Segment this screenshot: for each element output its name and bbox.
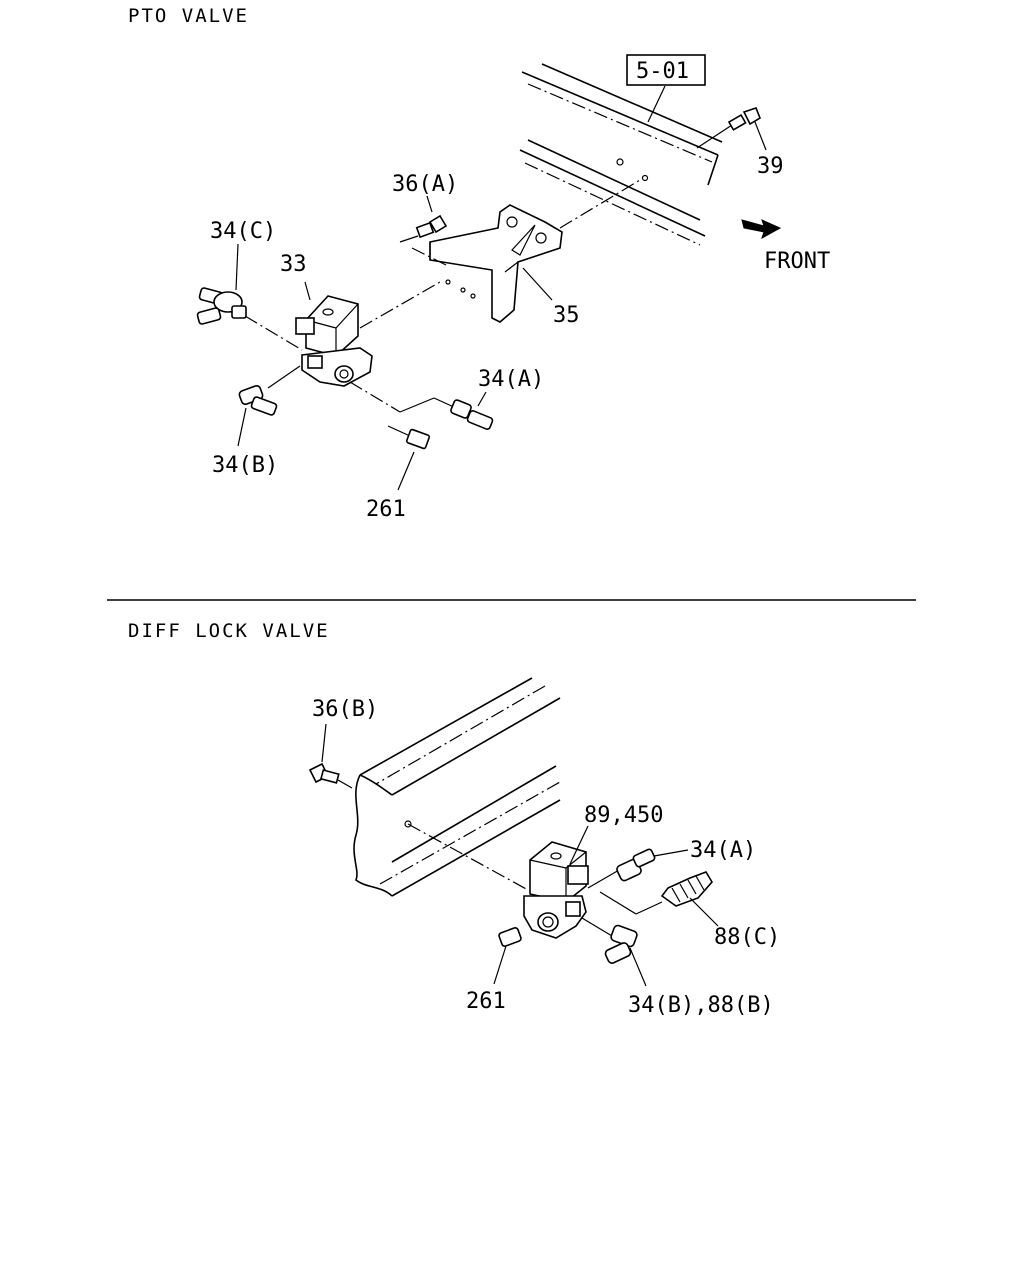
section-title-diff-lock-valve: DIFF LOCK VALVE bbox=[128, 620, 330, 642]
callout-261-diff: 261 bbox=[466, 989, 506, 1014]
callout-39: 39 bbox=[757, 154, 784, 179]
callout-89-450: 89,450 bbox=[584, 803, 663, 828]
front-arrow-icon bbox=[741, 219, 782, 240]
callout-34b-88b: 34(B),88(B) bbox=[628, 993, 774, 1018]
frame-rail-upper bbox=[519, 63, 723, 246]
elbow-fitting-34b-88b bbox=[604, 924, 647, 987]
solenoid-valve-33 bbox=[244, 281, 441, 413]
front-direction-label: FRONT bbox=[764, 249, 830, 274]
callout-34a-diff: 34(A) bbox=[690, 838, 756, 863]
bolt-39 bbox=[696, 107, 767, 151]
callout-33: 33 bbox=[280, 252, 307, 277]
callout-34b: 34(B) bbox=[212, 453, 278, 478]
bracket-35 bbox=[429, 179, 641, 323]
callout-35: 35 bbox=[553, 303, 580, 328]
reference-box: 5-01 bbox=[626, 54, 706, 123]
section-title-pto-valve: PTO VALVE bbox=[128, 5, 249, 27]
callout-36b: 36(B) bbox=[312, 697, 378, 722]
callout-88c: 88(C) bbox=[714, 925, 780, 950]
callout-261-pto: 261 bbox=[366, 497, 406, 522]
straight-fitting-34a bbox=[399, 391, 494, 430]
spring-88c bbox=[660, 871, 719, 927]
callout-34a-pto: 34(A) bbox=[478, 367, 544, 392]
plug-261-diff bbox=[493, 927, 522, 985]
callout-34c: 34(C) bbox=[210, 219, 276, 244]
elbow-fitting-34b bbox=[237, 384, 278, 447]
straight-fitting-34a-diff bbox=[616, 848, 689, 882]
frame-rail-lower bbox=[353, 677, 561, 897]
bolt-36b bbox=[308, 723, 353, 789]
tee-fitting-34c bbox=[196, 243, 247, 325]
plug-261-pto bbox=[387, 425, 431, 491]
bolt-36a bbox=[399, 195, 449, 267]
solenoid-valve-89-450 bbox=[407, 823, 663, 939]
callout-36a: 36(A) bbox=[392, 172, 458, 197]
reference-box-label: 5-01 bbox=[636, 59, 689, 84]
